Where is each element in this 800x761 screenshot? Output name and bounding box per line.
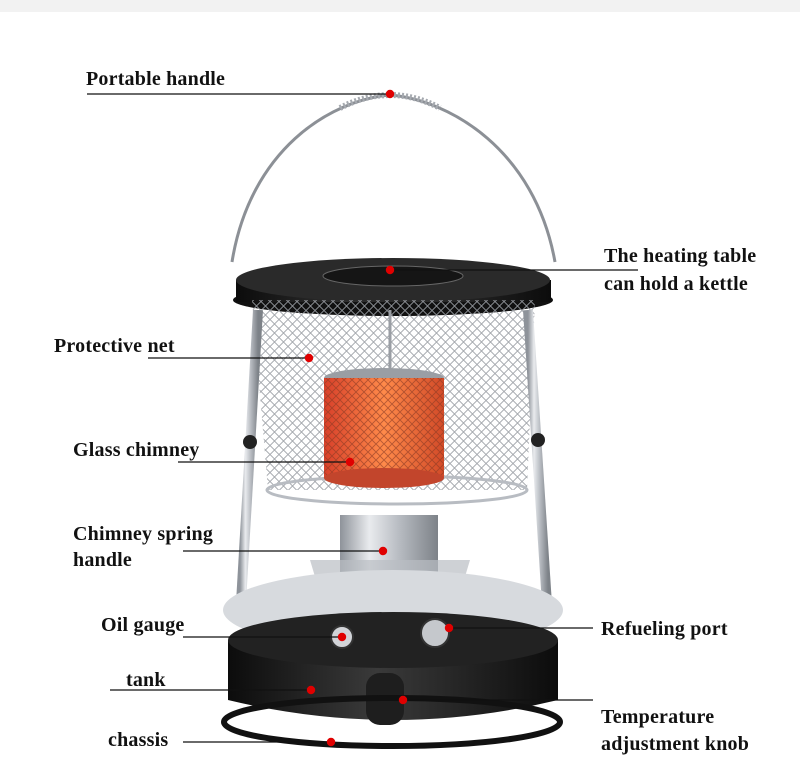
marker-dot xyxy=(304,353,314,363)
chassis xyxy=(221,695,563,749)
glass-chimney xyxy=(324,310,444,488)
label-temperature-line2: adjustment knob xyxy=(601,733,750,755)
portable-handle xyxy=(230,92,557,263)
label-oil-gauge: Oil gauge xyxy=(101,614,185,636)
label-chimney-spring-line1: Chimney spring xyxy=(73,523,214,545)
label-heating-table-line1: The heating table xyxy=(604,245,757,267)
label-portable-handle: Portable handle xyxy=(86,68,226,90)
label-chassis: chassis xyxy=(108,729,169,751)
label-temperature-line1: Temperature xyxy=(601,706,715,728)
marker-dot xyxy=(345,457,355,467)
label-tank: tank xyxy=(126,669,166,691)
marker-dot xyxy=(444,623,454,633)
marker-dot xyxy=(385,89,395,99)
marker-dots xyxy=(304,89,454,747)
label-chimney-spring-line2: handle xyxy=(73,549,133,571)
marker-dot xyxy=(337,632,347,642)
leader-lines xyxy=(87,93,638,743)
marker-dot xyxy=(326,737,336,747)
label-glass-chimney: Glass chimney xyxy=(73,439,200,461)
label-heating-table-line2: can hold a kettle xyxy=(604,273,748,295)
marker-dot xyxy=(398,695,408,705)
top-strip xyxy=(0,0,800,12)
marker-dot xyxy=(306,685,316,695)
label-protective-net: Protective net xyxy=(54,335,175,357)
label-refueling-port: Refueling port xyxy=(601,618,728,640)
marker-dot xyxy=(385,265,395,275)
marker-dot xyxy=(378,546,388,556)
tank xyxy=(223,570,563,725)
